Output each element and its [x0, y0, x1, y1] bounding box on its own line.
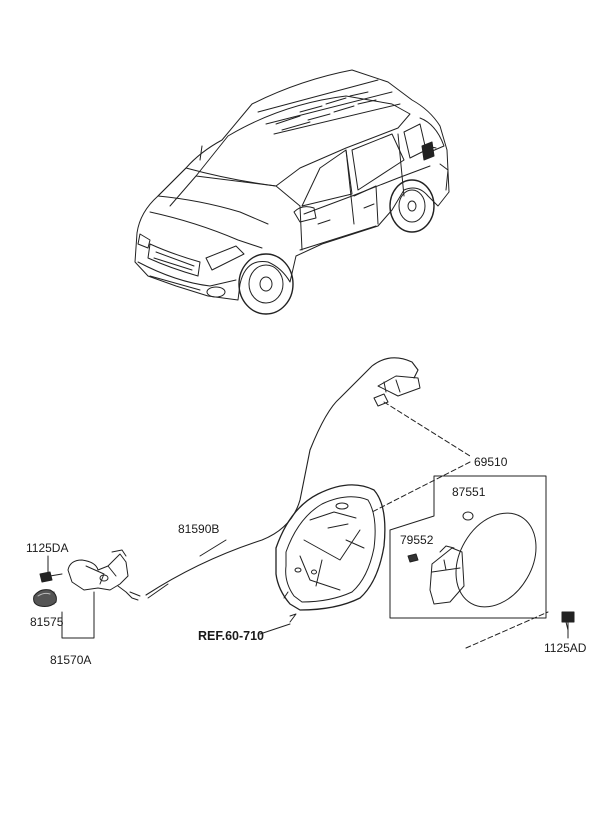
fuel-door-group-69510 — [389, 475, 575, 631]
label-81575: 81575 — [30, 615, 64, 629]
label-69510: 69510 — [474, 455, 508, 469]
label-81590B: 81590B — [178, 522, 220, 536]
filler-housing — [275, 484, 386, 611]
label-1125AD: 1125AD — [544, 641, 587, 655]
label-81570A: 81570A — [50, 653, 92, 667]
label-79552: 79552 — [400, 533, 434, 547]
label-87551: 87551 — [452, 485, 486, 499]
ref-arrow-icon — [289, 613, 297, 623]
release-cable-81590B — [145, 357, 421, 599]
solid-leaders — [47, 539, 569, 639]
latch-assembly-81570A — [33, 549, 141, 607]
vehicle-illustration — [134, 69, 450, 315]
label-1125DA: 1125DA — [26, 541, 69, 555]
callout-lines — [371, 401, 549, 649]
ref-label: REF.60-710 — [198, 629, 265, 643]
